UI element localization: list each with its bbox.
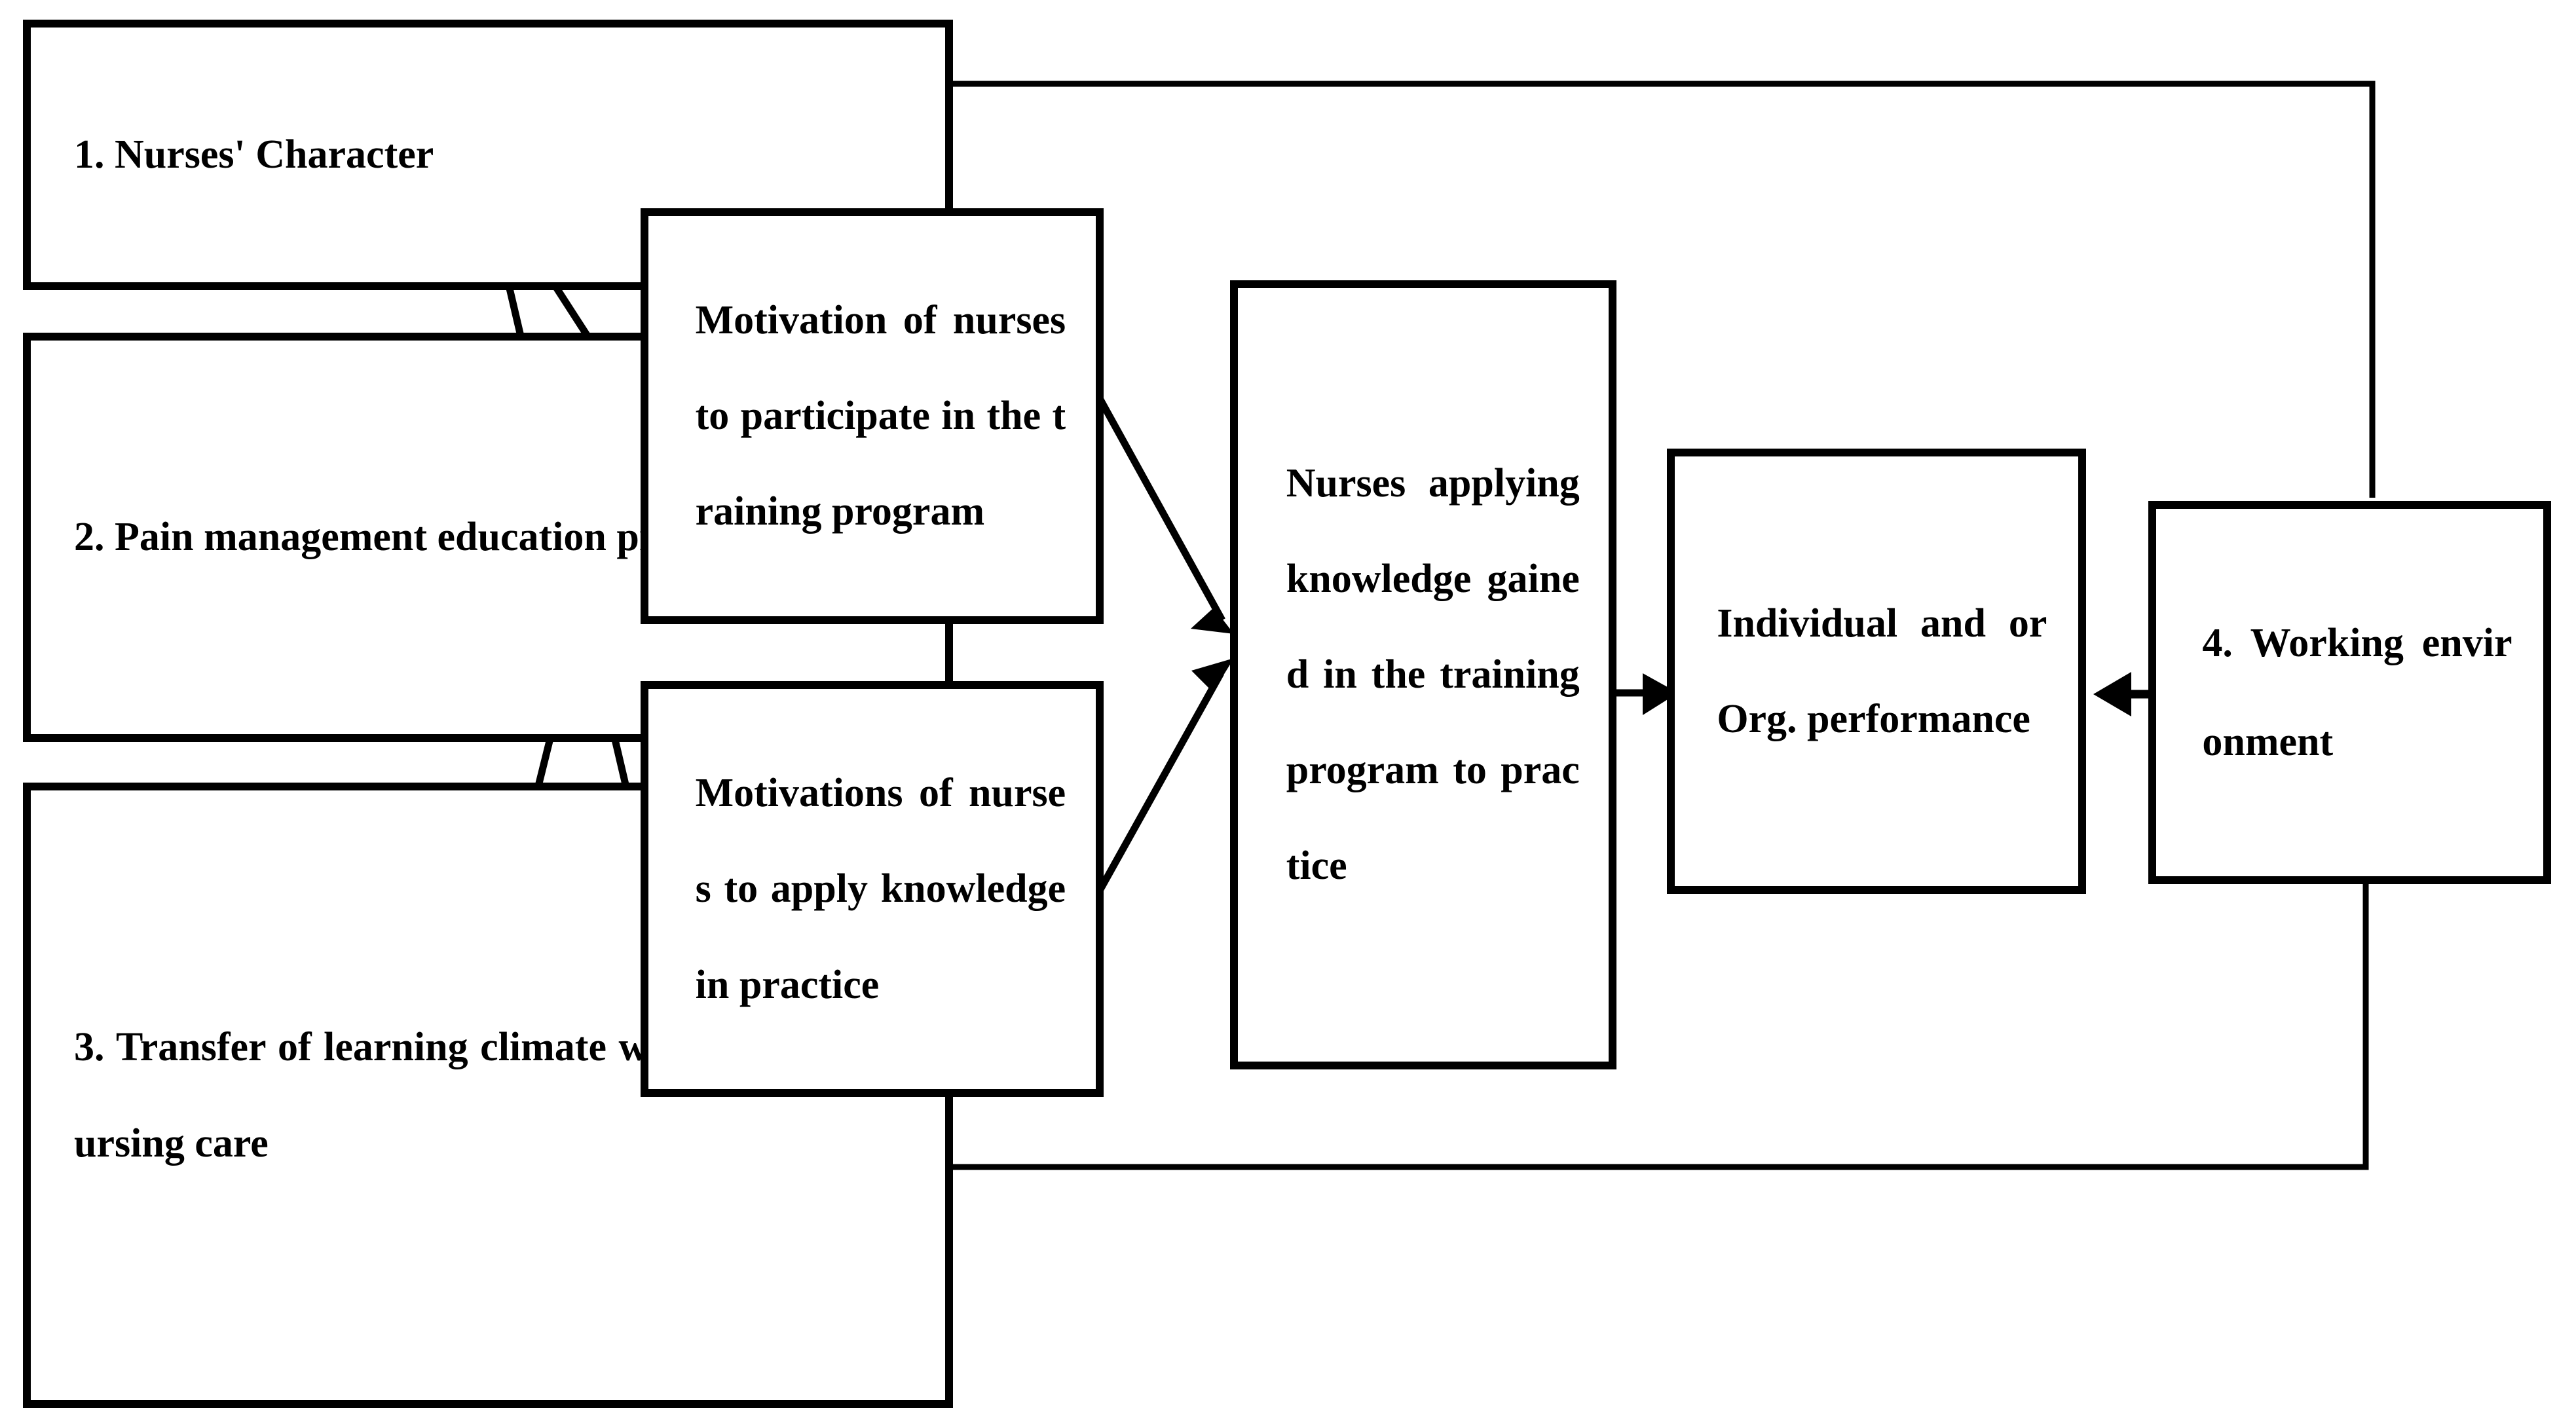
node-motivation-to-participate[interactable]: Motivation of nurses to participate in t…	[640, 208, 1104, 624]
node-label-motivation-to-participate: Motivation of nurses to participate in t…	[695, 297, 1066, 534]
flowchart-diagram: 1. Nurses' Character 2. Pain management …	[23, 20, 2552, 1408]
edge-working-environment-feedback-bottom	[895, 881, 2369, 1170]
node-label-motivation-to-apply: Motivations of nurses to apply knowledge…	[695, 771, 1066, 1007]
edge-working-environment-feedback-top	[912, 81, 2376, 498]
edge-applying-knowledge-to-performance	[1613, 673, 1678, 715]
node-motivation-to-apply[interactable]: Motivations of nurses to apply knowledge…	[640, 681, 1104, 1097]
node-label-working-environment: 4. Working environment	[2202, 621, 2512, 764]
edge-participate-to-applying-knowledge	[1094, 392, 1234, 634]
node-individual-org-performance[interactable]: Individual and or Org. performance	[1667, 449, 2087, 894]
node-working-environment[interactable]: 4. Working environment	[2148, 501, 2552, 884]
node-label-nurses-applying-knowledge: Nurses applying knowledge gained in the …	[1286, 460, 1580, 889]
edge-apply-to-applying-knowledge	[1096, 658, 1234, 893]
node-label-individual-org-performance: Individual and or Org. performance	[1717, 601, 2047, 741]
node-label-nurses-character: 1. Nurses' Character	[74, 132, 434, 177]
node-nurses-applying-knowledge[interactable]: Nurses applying knowledge gained in the …	[1229, 280, 1616, 1069]
